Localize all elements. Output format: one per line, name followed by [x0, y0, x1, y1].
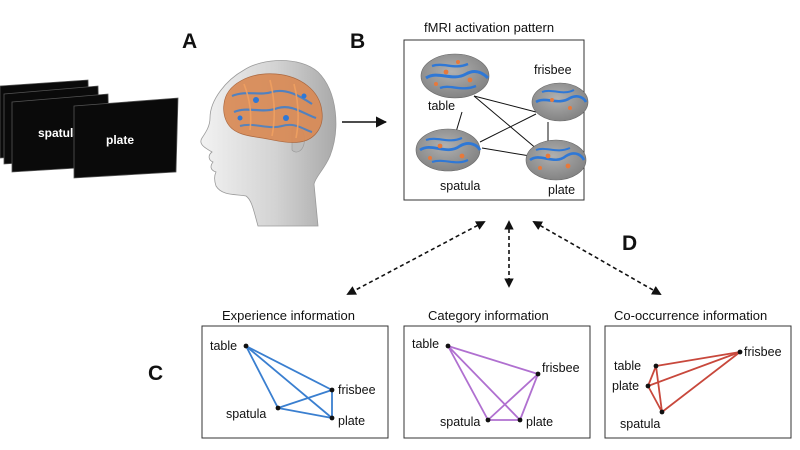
exp-node-frisbee: [329, 387, 335, 393]
exp-edge-spatula-frisbee: [277, 389, 333, 409]
graph-experience-box: [201, 325, 389, 439]
co-node-spatula: [659, 409, 665, 415]
cat-edge-table-plate: [447, 345, 521, 421]
fmri-panel: fMRI activation pattern table: [403, 20, 589, 201]
exp-label-spatula: spatula: [226, 407, 266, 421]
panel-label-c: C: [148, 362, 163, 385]
co-label-table: table: [614, 359, 641, 373]
fmri-label-frisbee: frisbee: [534, 63, 572, 77]
cat-node-plate: [517, 417, 523, 423]
co-label-spatula: spatula: [620, 417, 660, 431]
graph-experience-edges: [245, 345, 333, 419]
co-edge-table-plate: [647, 365, 657, 387]
exp-node-plate: [329, 415, 335, 421]
co-edge-spatula-frisbee: [661, 351, 741, 413]
cat-node-frisbee: [535, 371, 541, 377]
cat-node-spatula: [485, 417, 491, 423]
panel-label-b: B: [350, 30, 365, 53]
cat-label-table: table: [412, 337, 439, 351]
co-edge-plate-frisbee: [647, 351, 741, 387]
cat-node-table: [445, 343, 451, 349]
graph-category-edges: [447, 345, 539, 421]
fmri-brain-spatula: [415, 128, 482, 172]
exp-edge-table-plate: [245, 345, 333, 419]
exp-node-spatula: [275, 405, 281, 411]
co-node-table: [653, 363, 659, 369]
exp-label-plate: plate: [338, 414, 365, 428]
co-label-frisbee: frisbee: [744, 345, 782, 359]
graph-category: Category information table frisbee spatu…: [403, 308, 591, 439]
cat-label-frisbee: frisbee: [542, 361, 580, 375]
exp-node-table: [243, 343, 249, 349]
co-edge-table-frisbee: [655, 351, 741, 367]
cat-edge-table-spatula: [447, 345, 489, 421]
graph-experience-title: Experience information: [222, 308, 355, 323]
exp-edge-table-spatula: [245, 345, 279, 409]
graph-cooccurrence-title: Co-occurrence information: [614, 308, 767, 323]
cat-edge-frisbee-plate: [519, 373, 539, 421]
graph-cooccurrence-edges: [647, 351, 741, 413]
co-edge-table-spatula: [655, 365, 663, 413]
brain-icon: [223, 73, 323, 143]
fmri-brain-table: [420, 53, 490, 99]
graph-category-title: Category information: [428, 308, 549, 323]
cat-edge-frisbee-spatula: [487, 373, 539, 421]
stimulus-screens: spatula plate: [0, 79, 179, 179]
cat-edge-table-frisbee: [447, 345, 539, 375]
panel-label-d: D: [622, 232, 637, 255]
fmri-connections: [455, 95, 549, 157]
graph-experience: Experience information table frisbee spa…: [201, 308, 389, 439]
fmri-edge-spatula-plate: [481, 147, 531, 157]
fmri-title: fMRI activation pattern: [424, 20, 554, 35]
panel-label-a: A: [182, 30, 197, 53]
fmri-edge-table-plate: [473, 95, 539, 151]
co-edge-plate-spatula: [647, 385, 663, 413]
exp-label-table: table: [210, 339, 237, 353]
stimulus-word-spatula: spatula: [38, 126, 80, 140]
fmri-edge-spatula-frisbee: [479, 113, 537, 143]
graph-cooccurrence-box: [604, 325, 792, 439]
fmri-edge-table-frisbee: [473, 95, 537, 113]
dashed-arrows: [346, 220, 662, 295]
exp-label-frisbee: frisbee: [338, 383, 376, 397]
fmri-brain-plate: [525, 139, 587, 181]
exp-edge-spatula-plate: [277, 407, 333, 419]
stimulus-word-plate: plate: [106, 133, 134, 147]
co-node-frisbee: [737, 349, 743, 355]
arrow-fmri-to-cooccurrence: [532, 221, 662, 295]
co-label-plate: plate: [612, 379, 639, 393]
fmri-label-spatula: spatula: [440, 179, 480, 193]
exp-edge-table-frisbee: [245, 345, 333, 391]
cat-label-spatula: spatula: [440, 415, 480, 429]
arrow-fmri-to-experience: [346, 221, 486, 295]
fmri-brain-frisbee: [531, 82, 589, 122]
co-node-plate: [645, 383, 651, 389]
fmri-label-table: table: [428, 99, 455, 113]
graph-cooccurrence: Co-occurrence information table frisbee …: [604, 308, 792, 439]
head-icon: [200, 60, 337, 227]
fmri-label-plate: plate: [548, 183, 575, 197]
cat-label-plate: plate: [526, 415, 553, 429]
stimulus-screen-front: [73, 97, 179, 179]
fmri-edge-table-spatula: [455, 111, 463, 133]
